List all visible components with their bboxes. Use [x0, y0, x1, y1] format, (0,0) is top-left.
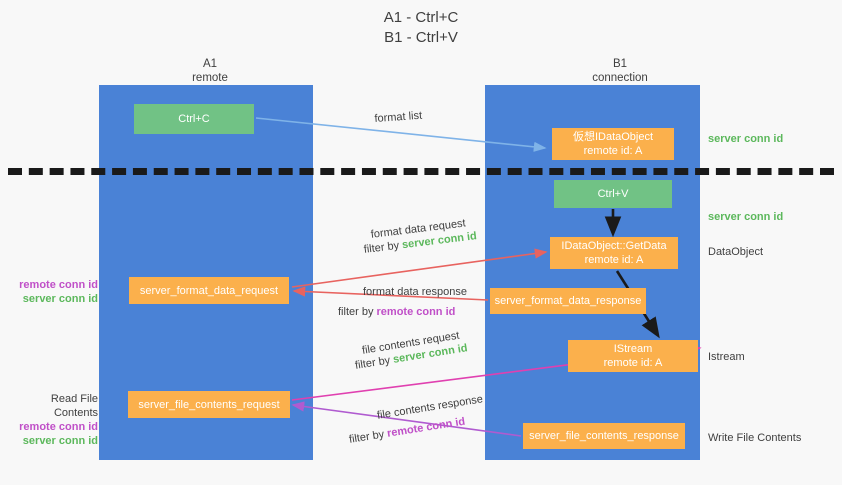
caption-format-list-text: format list [374, 109, 423, 125]
column-b1-role: connection [592, 72, 648, 84]
node-virtual-idataobject-line2: remote id: A [583, 145, 643, 157]
annotation-remote-conn-id: remote conn id [19, 421, 98, 433]
node-virtual-idataobject-line1: 仮想IDataObject [572, 131, 654, 143]
filter-prefix: filter by [338, 306, 377, 318]
node-idataobject-getdata[interactable]: IDataObject::GetData remote id: A [550, 237, 678, 269]
annotation-server-conn-id-top: server conn id [708, 133, 784, 145]
diagram-title: A1 - Ctrl+C B1 - Ctrl+V [0, 8, 842, 48]
node-ctrl-v[interactable]: Ctrl+V [554, 180, 672, 208]
node-server-file-contents-response-label: server_file_contents_response [529, 430, 679, 442]
node-server-file-contents-response[interactable]: server_file_contents_response [523, 423, 685, 449]
node-ctrl-v-label: Ctrl+V [597, 188, 629, 200]
title-line-2: B1 - Ctrl+V [384, 29, 458, 46]
caption-format-list: format list [374, 109, 423, 127]
caption-format-data-response-filter: filter by remote conn id [338, 305, 455, 320]
node-getdata-line2: remote id: A [584, 254, 644, 266]
node-server-file-contents-request-label: server_file_contents_request [138, 398, 280, 411]
phase-separator-dashed-line [8, 168, 834, 175]
column-header-b1: B1 connection [530, 57, 710, 85]
column-header-a1: A1 remote [120, 57, 300, 85]
annotation-write-file-contents: Write File Contents [708, 432, 802, 444]
annotation-read-file-contents-block: Read File Contents remote conn id server… [8, 392, 98, 448]
filter-prefix: filter by [363, 239, 403, 256]
node-server-format-data-request-label: server_format_data_request [139, 284, 279, 297]
annotation-read-file-contents: Read File Contents [50, 393, 98, 419]
node-ctrl-c-label: Ctrl+C [178, 113, 210, 125]
node-server-format-data-response-label: server_format_data_response [494, 295, 642, 307]
caption-file-contents-response-filter: filter by remote conn id [348, 415, 466, 448]
annotation-server-conn-id: server conn id [22, 435, 98, 447]
filter-value-remote-conn-id: remote conn id [376, 306, 456, 318]
caption-format-data-response-text: format data response [363, 286, 467, 298]
node-server-format-data-response[interactable]: server_format_data_response [490, 288, 646, 314]
filter-prefix: filter by [354, 353, 395, 372]
node-istream-line1: IStream [613, 343, 653, 355]
column-b1-name: B1 [612, 58, 628, 70]
node-istream-line2: remote id: A [603, 357, 663, 369]
annotation-server-conn-id-mid: server conn id [708, 211, 784, 223]
column-a1-role: remote [192, 72, 228, 84]
annotation-dataobject: DataObject [708, 246, 764, 258]
node-server-file-contents-request[interactable]: server_file_contents_request [128, 391, 290, 418]
node-ctrl-c[interactable]: Ctrl+C [134, 104, 254, 134]
node-virtual-idataobject[interactable]: 仮想IDataObject remote id: A [552, 128, 674, 160]
node-istream[interactable]: IStream remote id: A [568, 340, 698, 372]
annotation-remote-conn-id: remote conn id [19, 279, 98, 291]
annotation-server-conn-id: server conn id [22, 293, 98, 305]
annotation-istream: Istream [708, 351, 745, 363]
filter-prefix: filter by [348, 427, 389, 446]
title-line-1: A1 - Ctrl+C [383, 9, 459, 26]
node-server-format-data-request[interactable]: server_format_data_request [129, 277, 289, 304]
annotation-left-conn-ids: remote conn id server conn id [8, 278, 98, 306]
column-a1-name: A1 [202, 58, 218, 70]
caption-file-contents-response-text: file contents response [376, 393, 484, 422]
node-getdata-line1: IDataObject::GetData [561, 240, 667, 252]
caption-format-data-response: format data response [363, 285, 467, 300]
